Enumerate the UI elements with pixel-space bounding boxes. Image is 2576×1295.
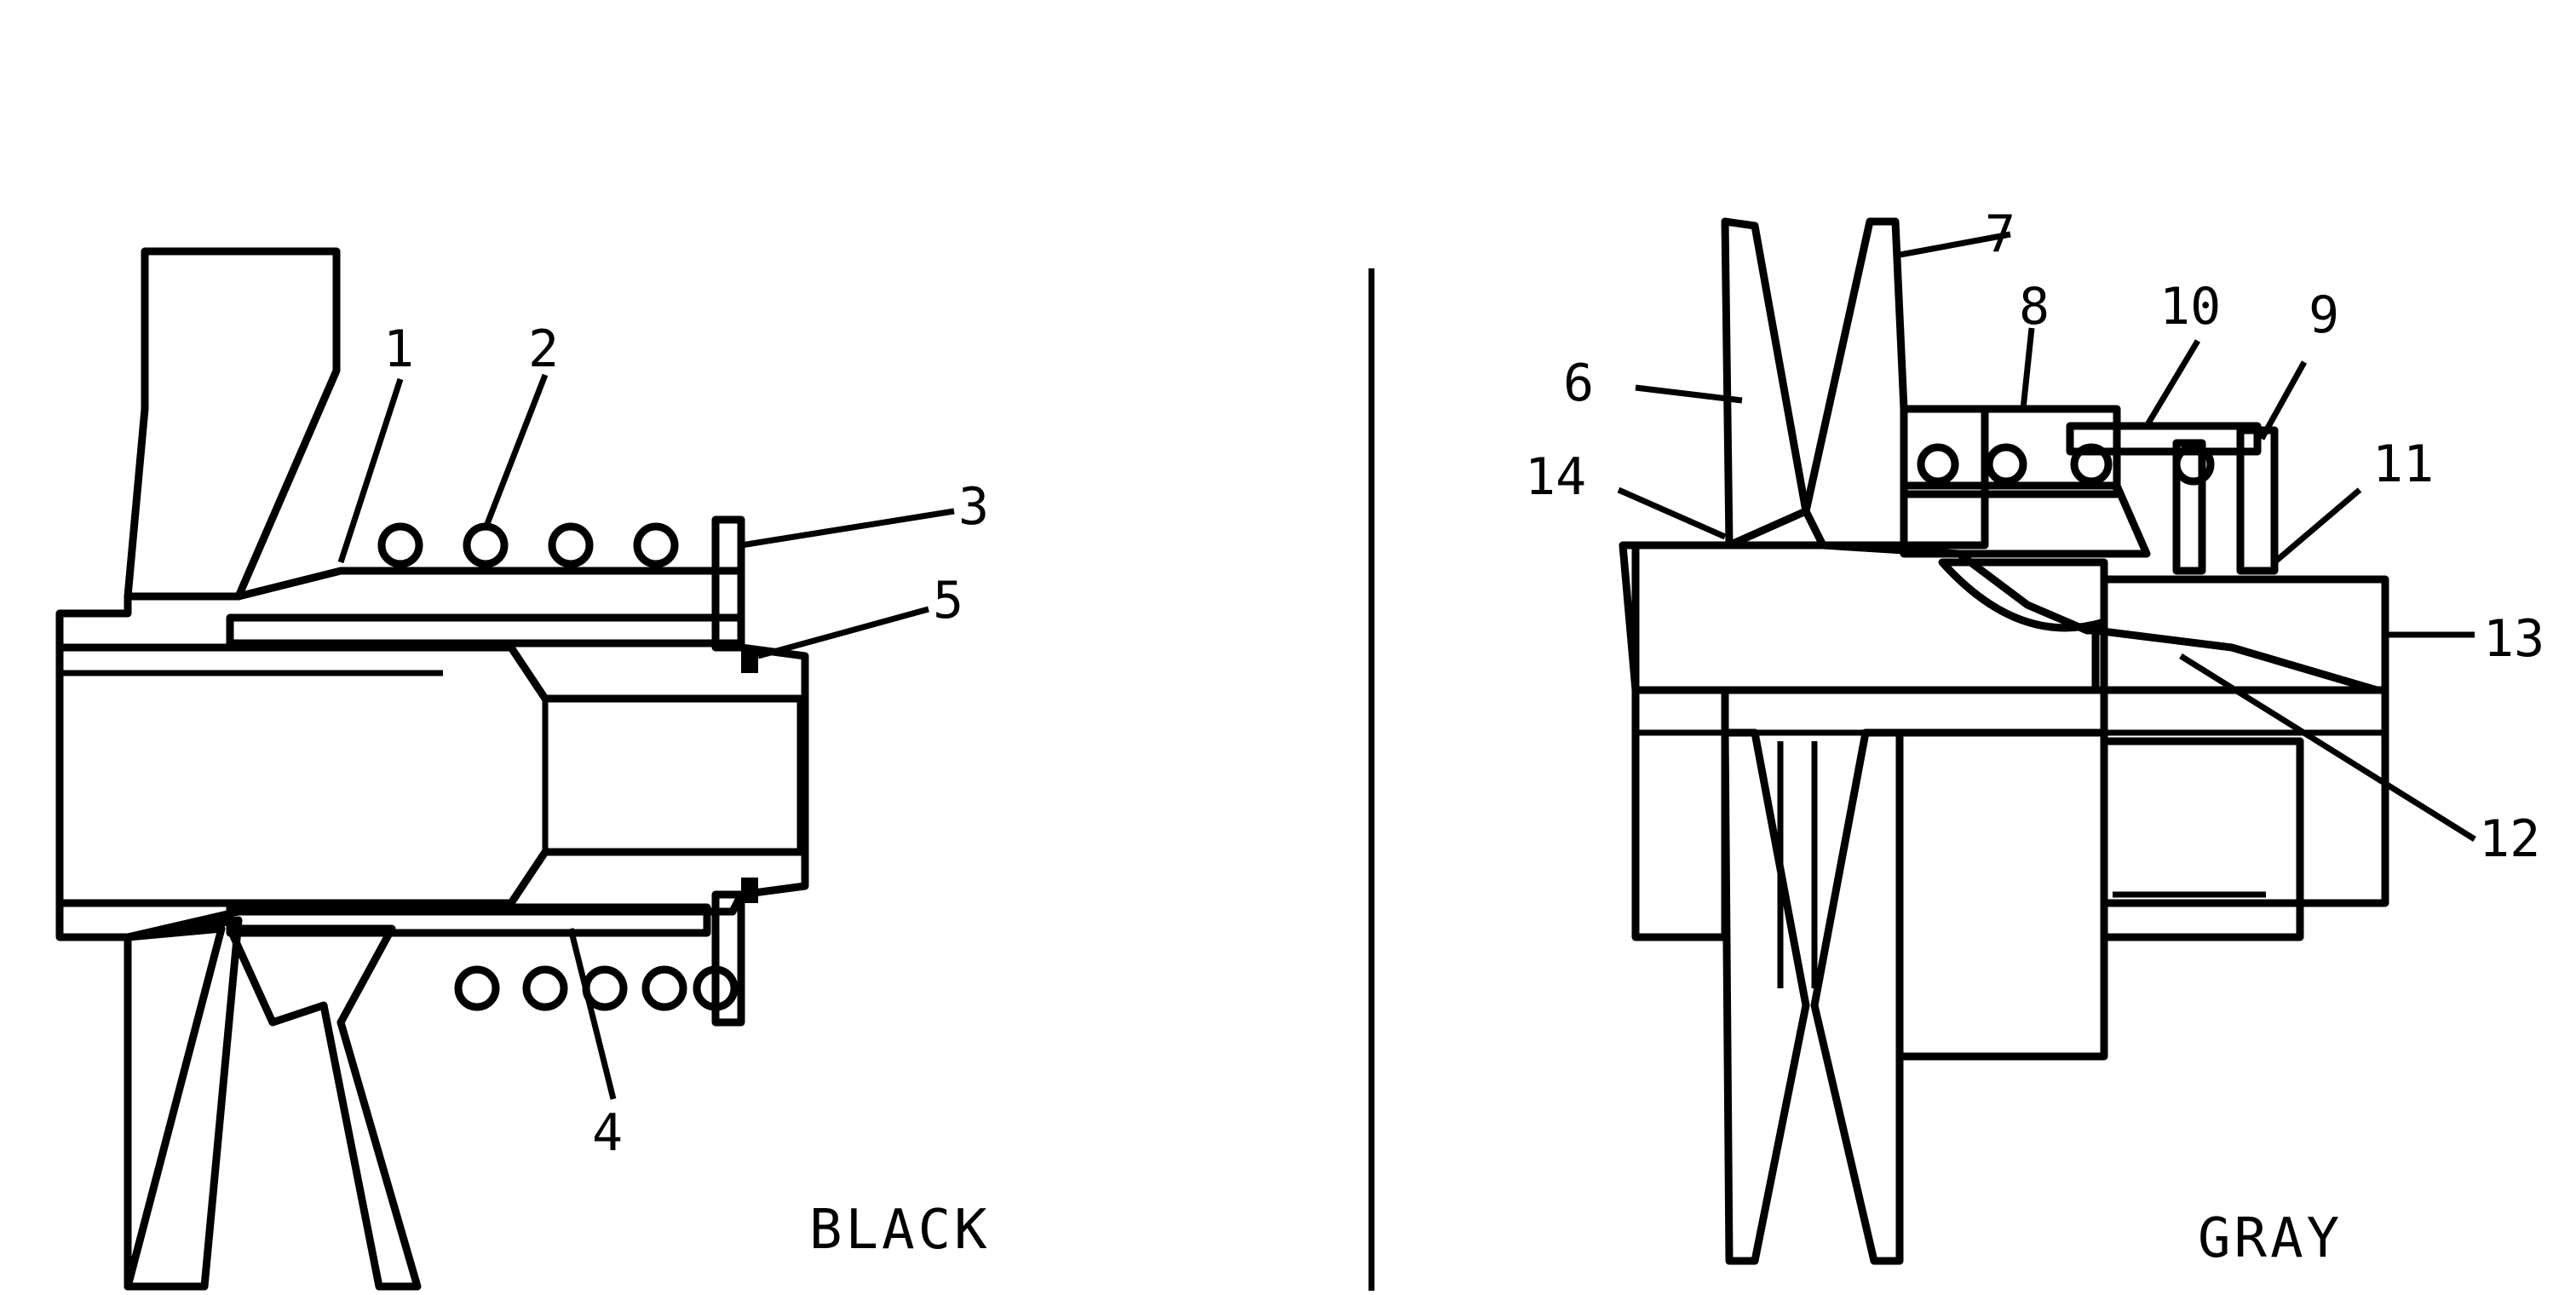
caption-gray: GRAY — [2198, 1207, 2343, 1270]
callout-10: 10 — [2159, 277, 2221, 337]
callout-14: 14 — [1525, 447, 1586, 507]
black-bushing-top — [226, 613, 745, 648]
gray-lower-sheave-left — [1721, 728, 1810, 1265]
callout-7: 7 — [1985, 204, 2015, 264]
gray-hub — [1631, 541, 2108, 694]
black-lower-sheave-flange — [124, 916, 243, 1291]
black-retaining-plate-bottom — [711, 890, 745, 1027]
callout-1: 1 — [383, 319, 414, 379]
gray-lower-sheave-right — [1810, 728, 1904, 1265]
callout-8: 8 — [2019, 277, 2050, 337]
gray-pulley-assembly — [1617, 217, 2476, 1265]
callout-2: 2 — [528, 319, 559, 379]
black-lower-movable-sheave — [226, 924, 422, 1291]
gray-lower-hub-block — [2100, 686, 2389, 907]
callout-9: 9 — [2309, 285, 2339, 345]
gray-guide-10 — [2066, 422, 2262, 456]
callout-11: 11 — [2372, 435, 2434, 494]
gray-cap-9 — [2236, 426, 2279, 575]
callout-6: 6 — [1563, 354, 1594, 413]
gray-lower-hub-lower — [1895, 728, 2108, 1061]
gray-guide-post — [2172, 439, 2206, 575]
black-hub-body — [55, 567, 809, 941]
black-upper-sheave — [124, 247, 341, 601]
gray-lower-body — [1619, 541, 1729, 941]
black-snap-ring-top — [741, 648, 758, 673]
gray-cam-bowl — [1938, 558, 2108, 632]
gray-inner-sleeve — [2091, 626, 2381, 694]
gray-lower-hub-inner — [2100, 737, 2304, 941]
caption-black: BLACK — [809, 1199, 991, 1262]
black-pulley-assembly — [55, 247, 955, 1291]
black-hub-bore — [55, 643, 805, 907]
black-spring-coils-top — [377, 522, 679, 568]
black-snap-ring-bottom — [741, 878, 758, 903]
callout-3: 3 — [958, 477, 989, 537]
callout-13: 13 — [2483, 609, 2544, 669]
callout-4: 4 — [592, 1103, 623, 1163]
callout-12: 12 — [2479, 809, 2540, 869]
gray-fixed-sheave — [1721, 217, 1810, 550]
black-retaining-plate-top — [711, 515, 745, 652]
black-spring-coils-bottom — [454, 965, 739, 1011]
gray-spring-seat — [1900, 481, 2151, 558]
callout-5: 5 — [933, 571, 963, 630]
